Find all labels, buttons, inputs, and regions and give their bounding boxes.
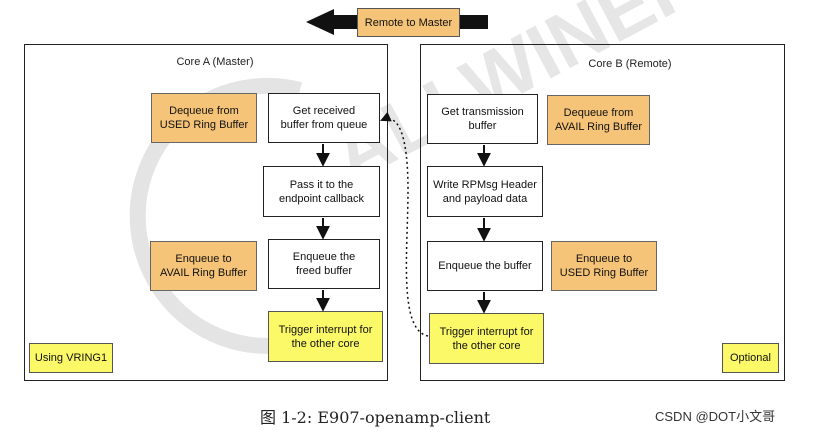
core-b-title: Core B (Remote) <box>588 58 672 70</box>
core-a-vring-tag: Using VRING1 <box>29 343 113 373</box>
figure-caption: 图 1-2: E907-openamp-client <box>260 408 491 427</box>
core-a-panel <box>24 44 388 381</box>
credit-text: CSDN @DOT小文哥 <box>655 409 776 424</box>
core-b-step-get-buffer: Get transmission buffer <box>427 94 538 144</box>
core-b-step-trigger-interrupt: Trigger interrupt for the other core <box>429 313 544 364</box>
core-a-title: Core A (Master) <box>176 56 254 68</box>
core-a-enqueue-note: Enqueue to AVAIL Ring Buffer <box>150 241 257 291</box>
core-b-panel <box>420 44 785 381</box>
core-b-enqueue-note: Enqueue to USED Ring Buffer <box>551 241 657 291</box>
core-a-dequeue-note: Dequeue from USED Ring Buffer <box>151 93 257 143</box>
core-a-step-get-buffer: Get received buffer from queue <box>268 93 380 143</box>
interrupt-dotted-arrow <box>380 111 429 337</box>
core-b-optional-tag: Optional <box>722 343 779 373</box>
core-b-dequeue-note: Dequeue from AVAIL Ring Buffer <box>547 95 650 145</box>
core-a-step-trigger-interrupt: Trigger interrupt for the other core <box>268 311 383 362</box>
banner-label: Remote to Master <box>357 8 460 37</box>
core-b-step-write-header: Write RPMsg Header and payload data <box>427 166 543 217</box>
core-a-step-pass-callback: Pass it to the endpoint callback <box>263 166 380 217</box>
